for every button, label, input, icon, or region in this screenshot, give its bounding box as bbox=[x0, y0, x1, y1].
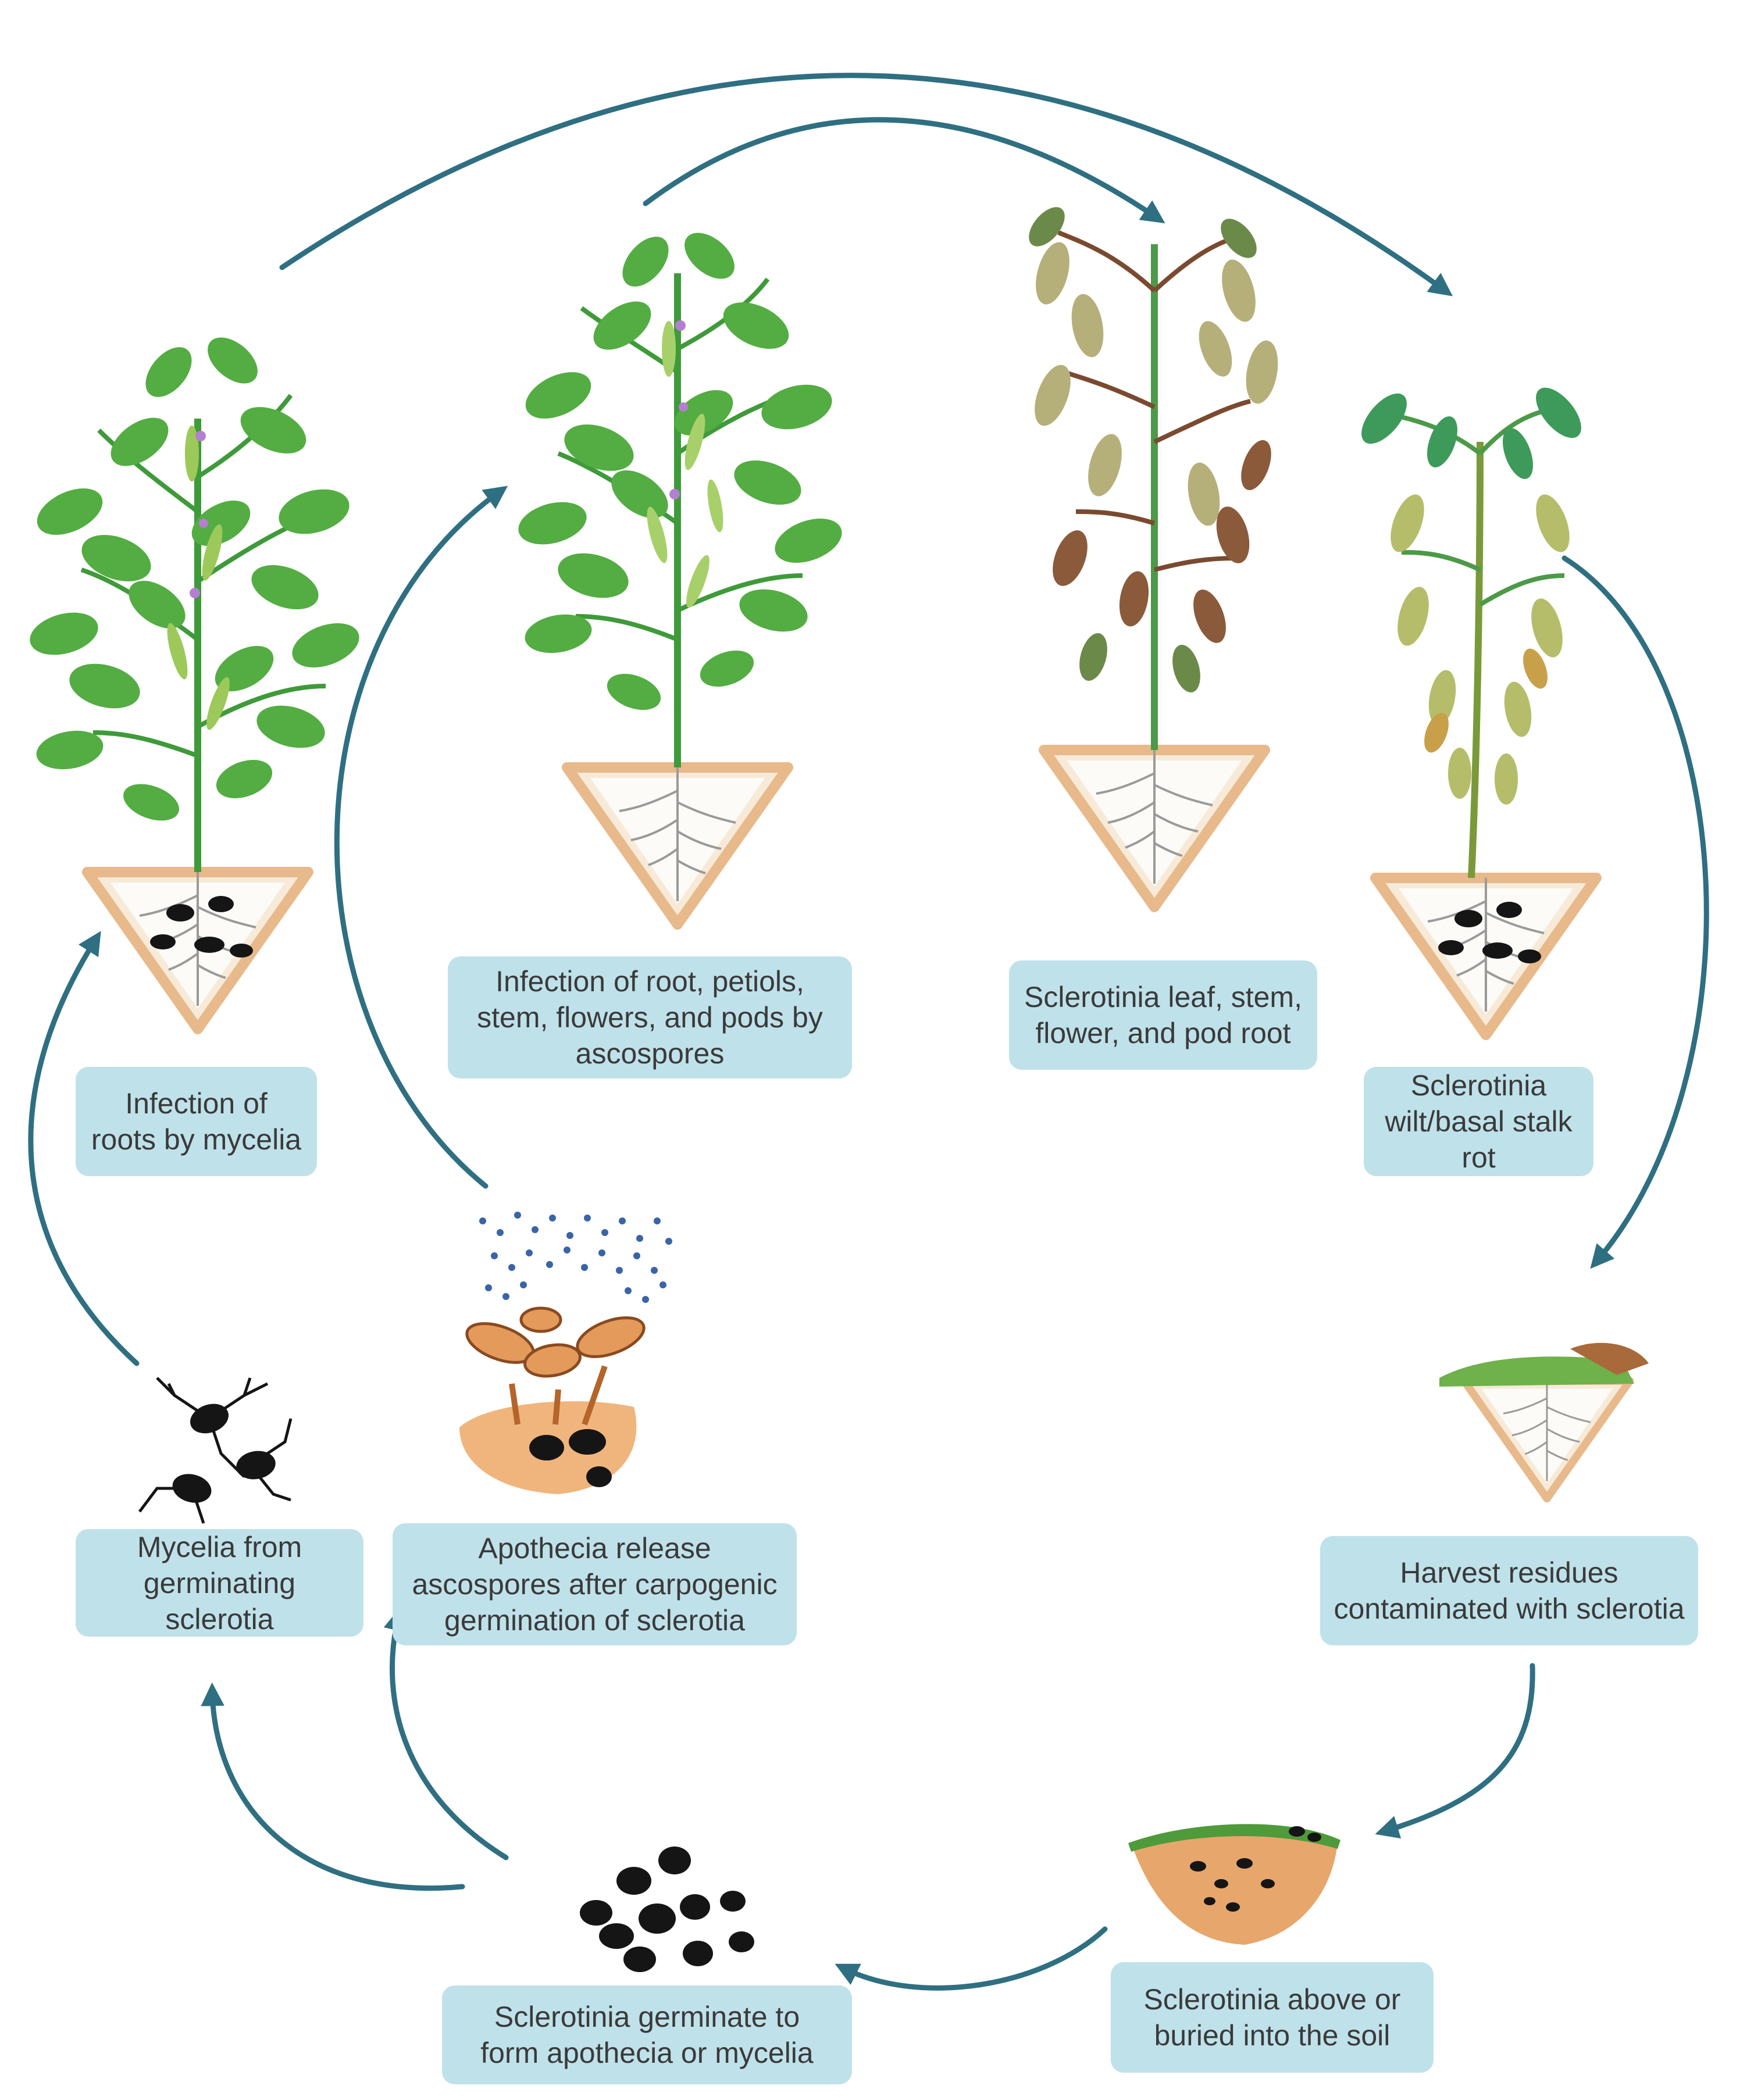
label-sclerotia-soil-text: Sclerotinia above or buried into the soi… bbox=[1143, 1983, 1401, 2052]
plant-ascospore-infection bbox=[518, 233, 842, 924]
apothecia-with-ascospores bbox=[459, 1212, 672, 1494]
root-sclerotia bbox=[150, 896, 253, 958]
label-sclerotia-germinate-text: Sclerotinia germinate to form apothecia … bbox=[480, 2001, 814, 2069]
soil-with-sclerotia bbox=[1128, 1824, 1340, 1945]
label-mycelia-germinating: Mycelia from germinating sclerotia bbox=[76, 1529, 363, 1637]
label-sclerotia-germinate: Sclerotinia germinate to form apothecia … bbox=[442, 1985, 852, 2084]
label-harvest-residues: Harvest residues contaminated with scler… bbox=[1320, 1536, 1698, 1645]
label-leaf-stem-rot: Sclerotinia leaf, stem, flower, and pod … bbox=[1009, 960, 1317, 1070]
plant-leaf-stem-rot bbox=[1029, 207, 1278, 907]
plant-wilt-basal-stalk-rot bbox=[1361, 387, 1596, 1035]
label-harvest-residues-text: Harvest residues contaminated with scler… bbox=[1334, 1556, 1685, 1625]
mycelia-network bbox=[138, 1377, 293, 1524]
plant-root-mycelia-infection bbox=[30, 337, 359, 1029]
label-wilt-basal-stalk-rot: Sclerotinia wilt/basal stalk rot bbox=[1364, 1067, 1593, 1176]
arrow-harvest-to-soil bbox=[1375, 1663, 1535, 1839]
label-ascospore-infection: Infection of root, petiols, stem, flower… bbox=[448, 956, 852, 1078]
label-mycelia-germinating-text: Mycelia from germinating sclerotia bbox=[137, 1530, 302, 1635]
sclerotia-cluster bbox=[580, 1847, 754, 1972]
label-leaf-stem-rot-text: Sclerotinia leaf, stem, flower, and pod … bbox=[1024, 981, 1302, 1049]
label-apothecia-release: Apothecia release ascospores after carpo… bbox=[393, 1523, 797, 1645]
arrow-soil-to-germinate bbox=[835, 1926, 1108, 1991]
arrow-outer-top bbox=[279, 73, 1453, 297]
label-apothecia-release-text: Apothecia release ascospores after carpo… bbox=[412, 1532, 778, 1637]
cycle-arrows bbox=[28, 73, 1709, 1991]
ascospore-dots bbox=[479, 1212, 672, 1303]
harvest-residue-soil bbox=[1439, 1342, 1649, 1499]
label-wilt-basal-stalk-rot-text: Sclerotinia wilt/basal stalk rot bbox=[1385, 1069, 1573, 1174]
arrow-inner-top bbox=[643, 117, 1165, 224]
arrow-mycelia-to-roots bbox=[28, 931, 140, 1366]
label-infection-roots-mycelia: Infection of roots by mycelia bbox=[76, 1067, 317, 1176]
arrow-germinate-to-mycelia bbox=[201, 1682, 465, 1891]
arrow-germinate-to-apothecia bbox=[383, 1607, 509, 1860]
arrow-apothecia-to-ascospore-plant bbox=[334, 485, 508, 1189]
arrow-wilt-to-harvest bbox=[1561, 555, 1709, 1269]
label-sclerotia-soil: Sclerotinia above or buried into the soi… bbox=[1111, 1962, 1434, 2073]
label-infection-roots-mycelia-text: Infection of roots by mycelia bbox=[91, 1087, 302, 1156]
label-ascospore-infection-text: Infection of root, petiols, stem, flower… bbox=[477, 965, 823, 1070]
